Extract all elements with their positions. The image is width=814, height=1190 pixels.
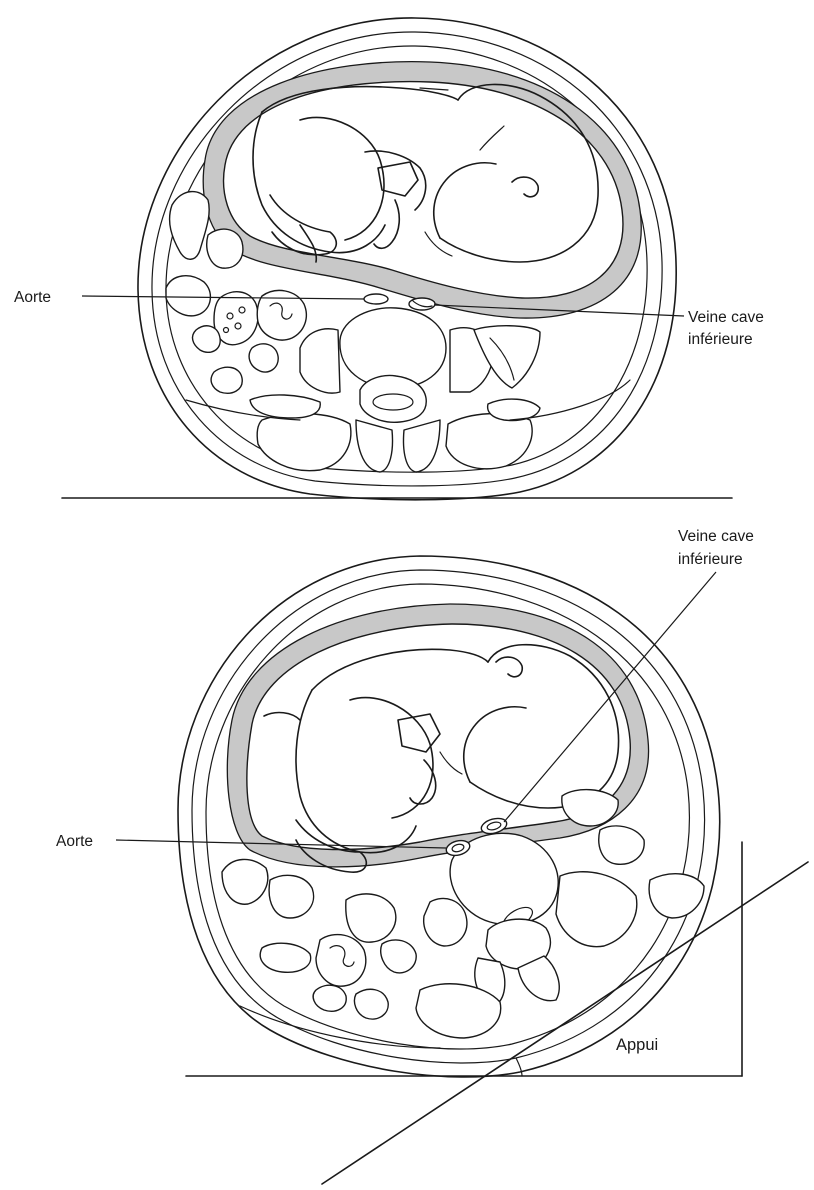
support-label: Appui	[616, 1036, 658, 1054]
ivc-vessel-top	[409, 298, 435, 310]
aorta-label-bottom: Aorte	[56, 833, 93, 850]
tilted-cross-section: Appui Veine cave inférieure Aorte	[56, 528, 808, 1184]
ivc-label-top-line2: inférieure	[688, 331, 753, 348]
ivc-label-bottom-line2: inférieure	[678, 551, 743, 568]
ivc-label-top-line1: Veine cave	[688, 309, 764, 326]
ivc-label-bottom-line1: Veine cave	[678, 528, 754, 545]
aorta-label-top: Aorte	[14, 289, 51, 306]
aorta-vessel-top	[364, 294, 388, 304]
supine-cross-section: Aorte Veine cave inférieure	[14, 18, 764, 500]
